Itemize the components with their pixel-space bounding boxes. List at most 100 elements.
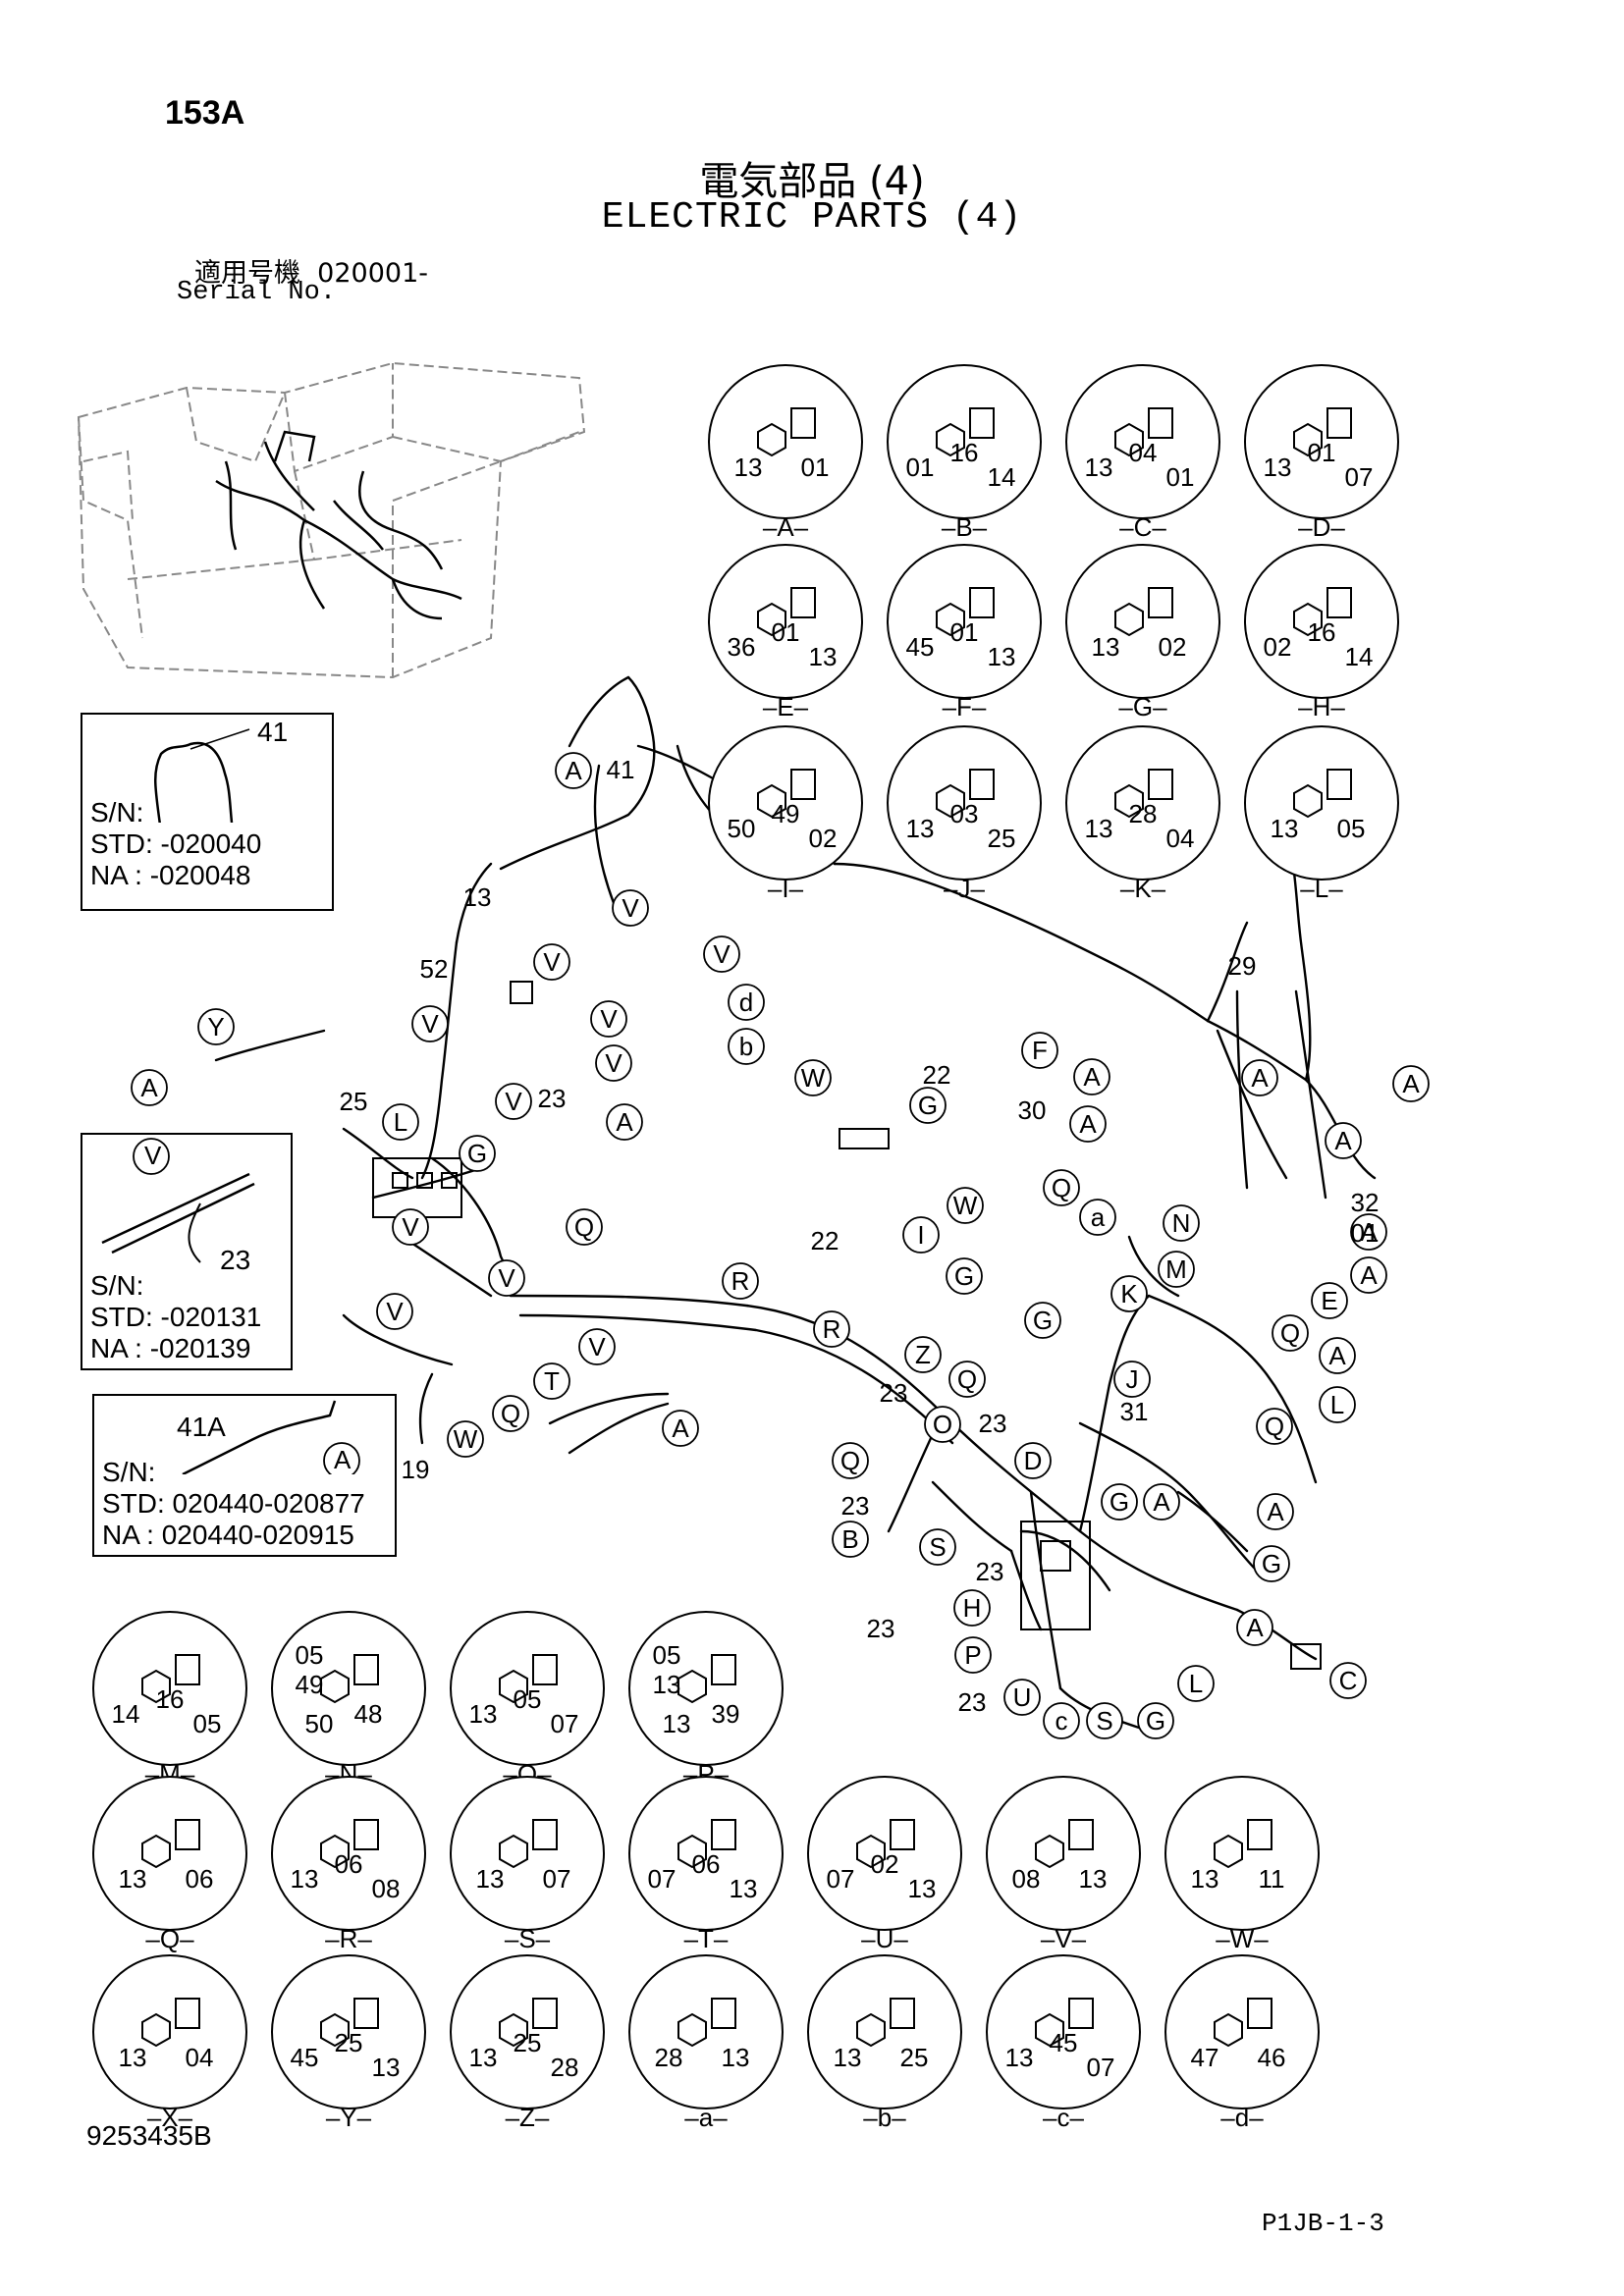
- detail-circle-label: 13: [119, 2043, 147, 2072]
- svg-text:A: A: [1328, 1341, 1346, 1370]
- detail-circle-label: 46: [1258, 2043, 1286, 2072]
- detail-circle-label: 08: [1012, 1864, 1041, 1894]
- detail-circle-label: 13: [834, 2043, 862, 2072]
- svg-text:23: 23: [979, 1409, 1007, 1438]
- detail-circle-hardware-sketch: [1035, 1819, 1094, 1869]
- detail-circle-label: 01: [1166, 462, 1195, 492]
- title-japanese: 電気部品 (4): [699, 159, 925, 204]
- svg-text:22: 22: [923, 1060, 951, 1090]
- detail-circle-letter: –T–: [684, 1924, 729, 1953]
- detail-circle-hardware-sketch: [499, 1998, 558, 2048]
- detail-circle-label: 04: [186, 2043, 214, 2072]
- svg-text:23: 23: [958, 1687, 987, 1717]
- svg-text:W: W: [454, 1424, 478, 1454]
- svg-text:13: 13: [463, 882, 492, 912]
- svg-text:R: R: [731, 1266, 750, 1296]
- svg-text:29: 29: [1228, 951, 1257, 981]
- svg-text:Q: Q: [1265, 1412, 1284, 1441]
- svg-text:A: A: [565, 756, 582, 785]
- svg-text:Z: Z: [915, 1340, 931, 1369]
- inset-box-23-sn: S/N:: [90, 1270, 144, 1301]
- detail-circle-label: 13: [476, 1864, 505, 1894]
- detail-circle-hardware-sketch: [1114, 407, 1173, 457]
- detail-circle-label: 13: [1191, 1864, 1219, 1894]
- svg-text:Q: Q: [1052, 1173, 1071, 1202]
- detail-circle-label: 13: [809, 642, 838, 671]
- inset-box-41-std: STD: -020040: [90, 828, 262, 859]
- svg-text:V: V: [543, 947, 561, 977]
- detail-circle-label: 28: [655, 2043, 683, 2072]
- svg-text:22: 22: [811, 1226, 839, 1255]
- detail-circle-hardware-sketch: [757, 407, 816, 457]
- detail-circle-label: 02: [1159, 632, 1187, 662]
- svg-text:V: V: [713, 939, 731, 969]
- svg-text:A: A: [1083, 1062, 1101, 1092]
- serial-label-jp-text: 適用号機: [194, 258, 300, 289]
- detail-circle-hardware-sketch: [1114, 769, 1173, 819]
- svg-text:W: W: [953, 1191, 978, 1220]
- inset-box-41a-std: STD: 020440-020877: [102, 1488, 365, 1519]
- detail-circle-hardware-sketch: [1293, 407, 1352, 457]
- detail-circle-label: 13: [1085, 814, 1113, 843]
- detail-circle-hardware-sketch: [141, 1998, 200, 2048]
- detail-circle-hardware-sketch: [936, 769, 995, 819]
- serial-label-en: Serial No.: [177, 278, 337, 307]
- svg-text:A: A: [1360, 1217, 1378, 1247]
- svg-text:E: E: [1321, 1286, 1337, 1315]
- detail-circle-label: 04: [1129, 438, 1158, 467]
- detail-circle-hardware-sketch: [499, 1819, 558, 1869]
- inset-box-41a-sketch: [182, 1400, 360, 1474]
- detail-circle-hardware-sketch: [499, 1654, 558, 1704]
- svg-text:V: V: [588, 1332, 606, 1362]
- detail-circle-letter: –W–: [1216, 1924, 1269, 1953]
- detail-circle-letter: –d–: [1220, 2103, 1264, 2132]
- svg-text:D: D: [1024, 1446, 1043, 1475]
- inset-box-23-na: NA : -020139: [90, 1333, 251, 1363]
- svg-text:V: V: [498, 1263, 515, 1293]
- detail-circle-label: 01: [801, 453, 830, 482]
- svg-text:23: 23: [867, 1614, 895, 1643]
- inset-box-23-sketch: [101, 1138, 255, 1263]
- page-code: P1JB-1-3: [1262, 2209, 1384, 2238]
- detail-circle-label: 16: [1308, 617, 1336, 647]
- svg-text:19: 19: [402, 1455, 430, 1484]
- inset-box-41a: 41A A S/N: STD: 020440-020877 NA : 02044…: [92, 1394, 397, 1557]
- detail-circle-label: 13: [734, 453, 763, 482]
- detail-circle-label: 16: [950, 438, 979, 467]
- inset-box-41a-na: NA : 020440-020915: [102, 1520, 354, 1550]
- svg-text:Y: Y: [207, 1012, 224, 1041]
- svg-text:A: A: [1402, 1069, 1420, 1098]
- svg-text:K: K: [1120, 1279, 1138, 1308]
- detail-circle-hardware-sketch: [1214, 1998, 1272, 2048]
- detail-circle-label: 16: [156, 1684, 185, 1714]
- inset-box-41a-sn: S/N:: [102, 1457, 156, 1487]
- detail-circle-letter: –a–: [684, 2103, 728, 2132]
- svg-text:G: G: [1262, 1549, 1281, 1578]
- detail-circle-letter: –A–: [763, 512, 809, 542]
- svg-text:N: N: [1172, 1208, 1191, 1238]
- svg-text:B: B: [841, 1524, 858, 1554]
- detail-circle-label: 25: [900, 2043, 929, 2072]
- detail-circle-hardware-sketch: [677, 1998, 736, 2048]
- svg-text:V: V: [421, 1009, 439, 1039]
- inset-box-41-sketch: [153, 728, 250, 823]
- detail-circle-hardware-sketch: [320, 1819, 379, 1869]
- svg-text:W: W: [801, 1063, 826, 1093]
- detail-circle-label: 14: [112, 1699, 140, 1729]
- detail-circle-label: 28: [1129, 799, 1158, 828]
- page-number: 153A: [165, 94, 245, 132]
- detail-circle-hardware-sketch: [936, 587, 995, 637]
- svg-text:V: V: [402, 1212, 419, 1242]
- detail-circle-label: 39: [712, 1699, 740, 1729]
- detail-circle-hardware-sketch: [677, 1654, 736, 1704]
- svg-text:F: F: [1032, 1036, 1048, 1065]
